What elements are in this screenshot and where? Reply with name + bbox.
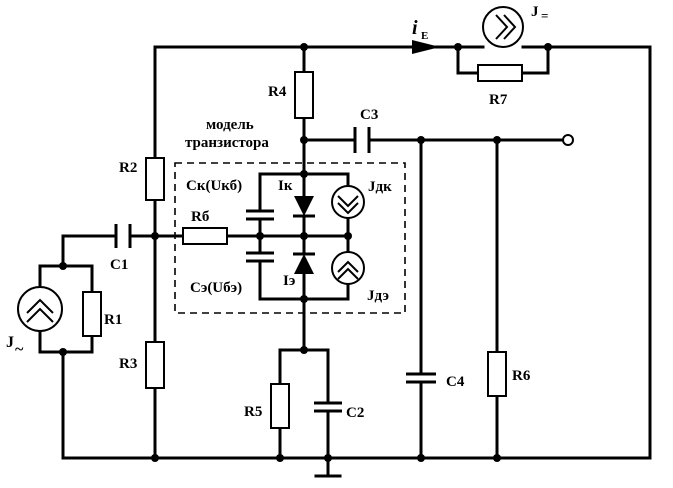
label-ie: Iэ	[283, 273, 295, 289]
current-source-jde	[331, 251, 365, 285]
label-c3: C3	[360, 107, 378, 123]
label-j-dc-sub: =	[541, 8, 548, 23]
label-r4: R4	[268, 84, 287, 100]
label-jde: Jдэ	[367, 288, 389, 304]
label-ik: Iк	[278, 178, 293, 194]
junction-dots	[59, 43, 552, 462]
diode-ik	[293, 196, 315, 218]
label-c4: C4	[446, 374, 465, 390]
capacitor-c2	[314, 401, 342, 413]
capacitor-c1	[114, 224, 132, 248]
label-ck: Cк(Uкб)	[186, 178, 242, 194]
resistor-r1	[82, 291, 102, 337]
label-j-ac-sub: ~	[15, 341, 24, 358]
label-r1: R1	[104, 312, 122, 328]
current-arrow-ie	[412, 40, 440, 54]
label-model-line1: модель	[206, 117, 254, 133]
label-ce: Cэ(Uбэ)	[190, 280, 242, 296]
capacitor-c3	[353, 127, 371, 153]
capacitor-c4	[406, 372, 436, 384]
label-r5: R5	[244, 404, 262, 420]
capacitor-ck	[246, 209, 274, 221]
resistor-r7	[477, 64, 523, 82]
label-c2: C2	[346, 405, 364, 421]
label-j-dc: J	[531, 4, 539, 20]
output-terminal[interactable]	[562, 134, 574, 146]
label-model-line2: транзистора	[185, 135, 269, 151]
label-j-ac: J	[6, 334, 14, 351]
resistor-r4	[294, 71, 314, 119]
label-ie-current-sub: E	[421, 30, 428, 42]
label-r3: R3	[119, 356, 137, 372]
resistor-r2	[145, 157, 165, 201]
label-c1: C1	[110, 257, 128, 273]
label-jdk: Jдк	[368, 179, 392, 195]
label-r6: R6	[512, 368, 531, 384]
label-r2: R2	[119, 160, 137, 176]
resistor-r6	[487, 351, 507, 397]
resistor-r5	[270, 383, 290, 429]
diode-ie	[293, 252, 315, 274]
current-source-j-dc	[482, 6, 524, 48]
resistor-r3	[145, 341, 165, 389]
resistor-rb	[182, 227, 228, 245]
label-rb: Rб	[191, 209, 209, 225]
transistor-model-box	[174, 162, 406, 314]
label-ie-current: i	[412, 17, 418, 39]
capacitor-ce	[246, 251, 274, 263]
current-source-jdk	[331, 185, 365, 219]
label-r7: R7	[489, 92, 508, 108]
current-source-j-ac	[17, 286, 63, 332]
